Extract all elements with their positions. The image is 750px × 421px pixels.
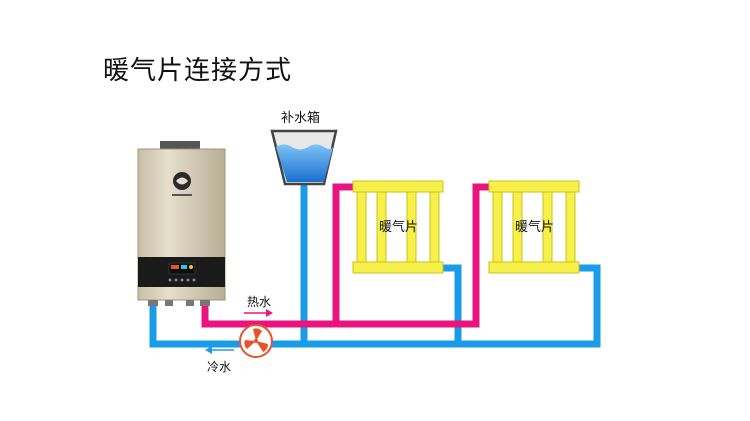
- tank-label: 补水箱: [281, 110, 320, 126]
- hot-water-label: 热水: [247, 295, 271, 309]
- radiator-1-label: 暖气片: [379, 219, 418, 235]
- cold-water-label: 冷水: [207, 360, 231, 374]
- cold-flow-arrow: [205, 346, 234, 354]
- cold-water-pipes: [149, 181, 601, 348]
- water-tank-icon: [270, 129, 338, 186]
- radiator-2-icon: [488, 180, 580, 274]
- hot-supply-radiator-1: [332, 183, 358, 328]
- hot-supply-main: [201, 183, 494, 328]
- hot-flow-arrow: [244, 309, 273, 317]
- cold-return-radiator-1: [436, 264, 462, 348]
- radiator-2-label: 暖气片: [515, 219, 554, 235]
- boiler-icon: [137, 141, 226, 306]
- radiator-1-icon: [352, 180, 444, 274]
- hot-water-pipes: [201, 183, 494, 328]
- page-title: 暖气片连接方式: [103, 56, 293, 86]
- pump-icon: [239, 324, 273, 358]
- cold-return-main: [149, 264, 601, 348]
